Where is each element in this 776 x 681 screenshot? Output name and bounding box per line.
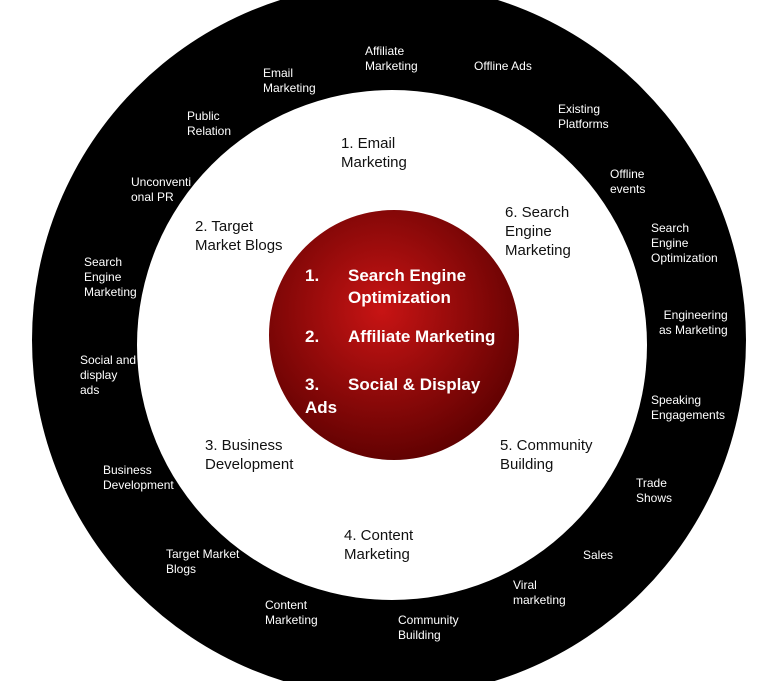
core-item-3-number: 3. <box>305 375 320 394</box>
outer-label-unconventional-pr: Unconventi onal PR <box>131 175 192 204</box>
outer-label-engineering-as-marketing: Engineering as Marketing <box>659 308 728 337</box>
core-item-3-overflow: Ads <box>305 398 338 417</box>
core-item-2-text: Affiliate Marketing <box>348 327 496 346</box>
middle-label-target-market-blogs: 2. Target Market Blogs <box>195 218 283 254</box>
outer-label-search-engine-optimization: Search Engine Optimization <box>651 221 718 265</box>
outer-label-community-building: Community Building <box>398 613 459 642</box>
core-circle <box>269 210 519 460</box>
outer-label-social-and-display-ads: Social and display ads <box>80 353 137 397</box>
middle-label-business-development: 3. Business Development <box>205 437 294 473</box>
outer-label-search-engine-marketing: Search Engine Marketing <box>84 255 137 299</box>
core-item-1-text: Search Engine Optimization <box>348 266 467 308</box>
outer-label-viral-marketing: Viral marketing <box>513 578 566 607</box>
core-item-3-text: Social & Display <box>348 375 481 394</box>
outer-label-email-marketing: Email Marketing <box>263 66 316 95</box>
outer-label-affiliate-marketing: Affiliate Marketing <box>365 44 418 73</box>
outer-label-public-relation: Public Relation <box>187 109 232 138</box>
core-item-1-number: 1. <box>305 266 320 285</box>
middle-label-content-marketing: 4. Content Marketing <box>344 527 414 563</box>
outer-label-business-development: Business Development <box>103 463 174 492</box>
core-item-3: 3. Social & Display <box>305 374 535 400</box>
outer-label-trade-shows: Trade Shows <box>636 476 673 505</box>
outer-label-target-market-blogs: Target Market Blogs <box>166 547 240 576</box>
core-item-1: 1. Search Engine Optimization <box>305 265 535 315</box>
middle-label-email-marketing: 1. Email Marketing <box>341 135 407 171</box>
outer-label-sales: Sales <box>583 548 614 562</box>
outer-label-existing-platforms: Existing Platforms <box>558 102 609 131</box>
outer-label-offline-events: Offline events <box>610 167 646 196</box>
outer-label-speaking-engagements: Speaking Engagements <box>651 393 726 422</box>
core-item-2-number: 2. <box>305 327 320 346</box>
middle-label-search-engine-marketing: 6. Search Engine Marketing <box>505 204 571 259</box>
middle-label-community-building: 5. Community Building <box>500 437 593 473</box>
core-item-2: 2. Affiliate Marketing <box>305 326 535 352</box>
outer-label-content-marketing: Content Marketing <box>265 598 318 627</box>
outer-label-offline-ads: Offline Ads <box>474 59 532 73</box>
